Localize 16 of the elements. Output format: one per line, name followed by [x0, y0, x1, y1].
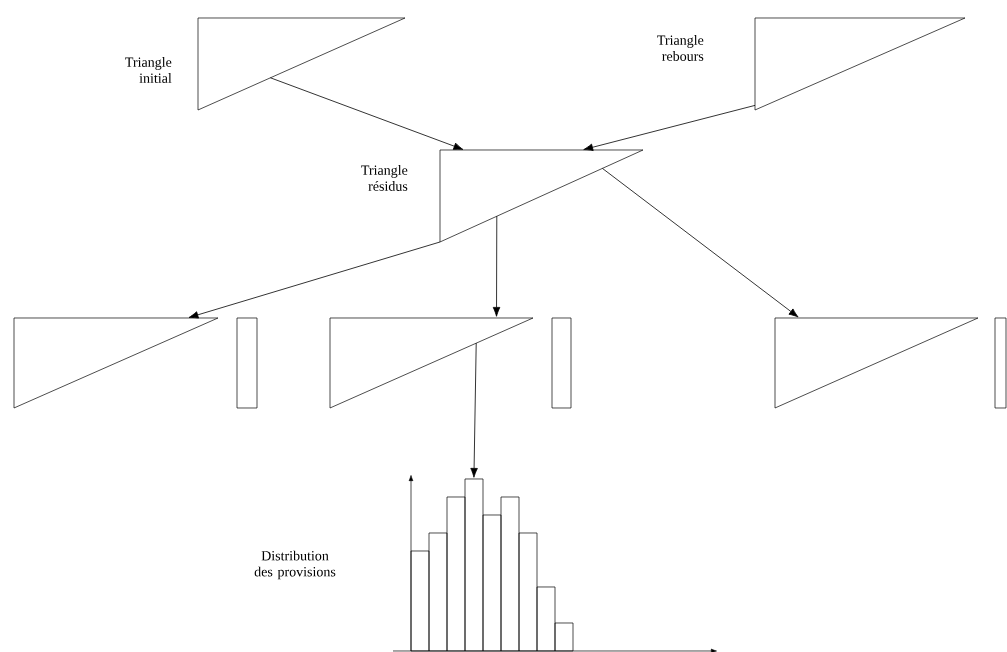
bar-shape	[551, 317, 572, 409]
bar-shape	[236, 317, 258, 409]
triangle-shape	[329, 317, 534, 409]
arrow	[188, 241, 441, 319]
triangle-shape	[774, 317, 979, 409]
bar-shape	[994, 317, 1007, 409]
arrow	[492, 215, 501, 317]
arrow	[270, 77, 464, 150]
node-label: Distribution des provisions	[254, 550, 336, 580]
arrow	[583, 105, 756, 151]
node-label: Triangle rebours	[657, 35, 704, 61]
arrow	[470, 342, 478, 478]
triangle-shape	[13, 317, 219, 409]
arrow	[602, 168, 799, 318]
node-label: Triangle résidus	[361, 165, 408, 191]
node-label: Triangle initial	[125, 57, 172, 83]
